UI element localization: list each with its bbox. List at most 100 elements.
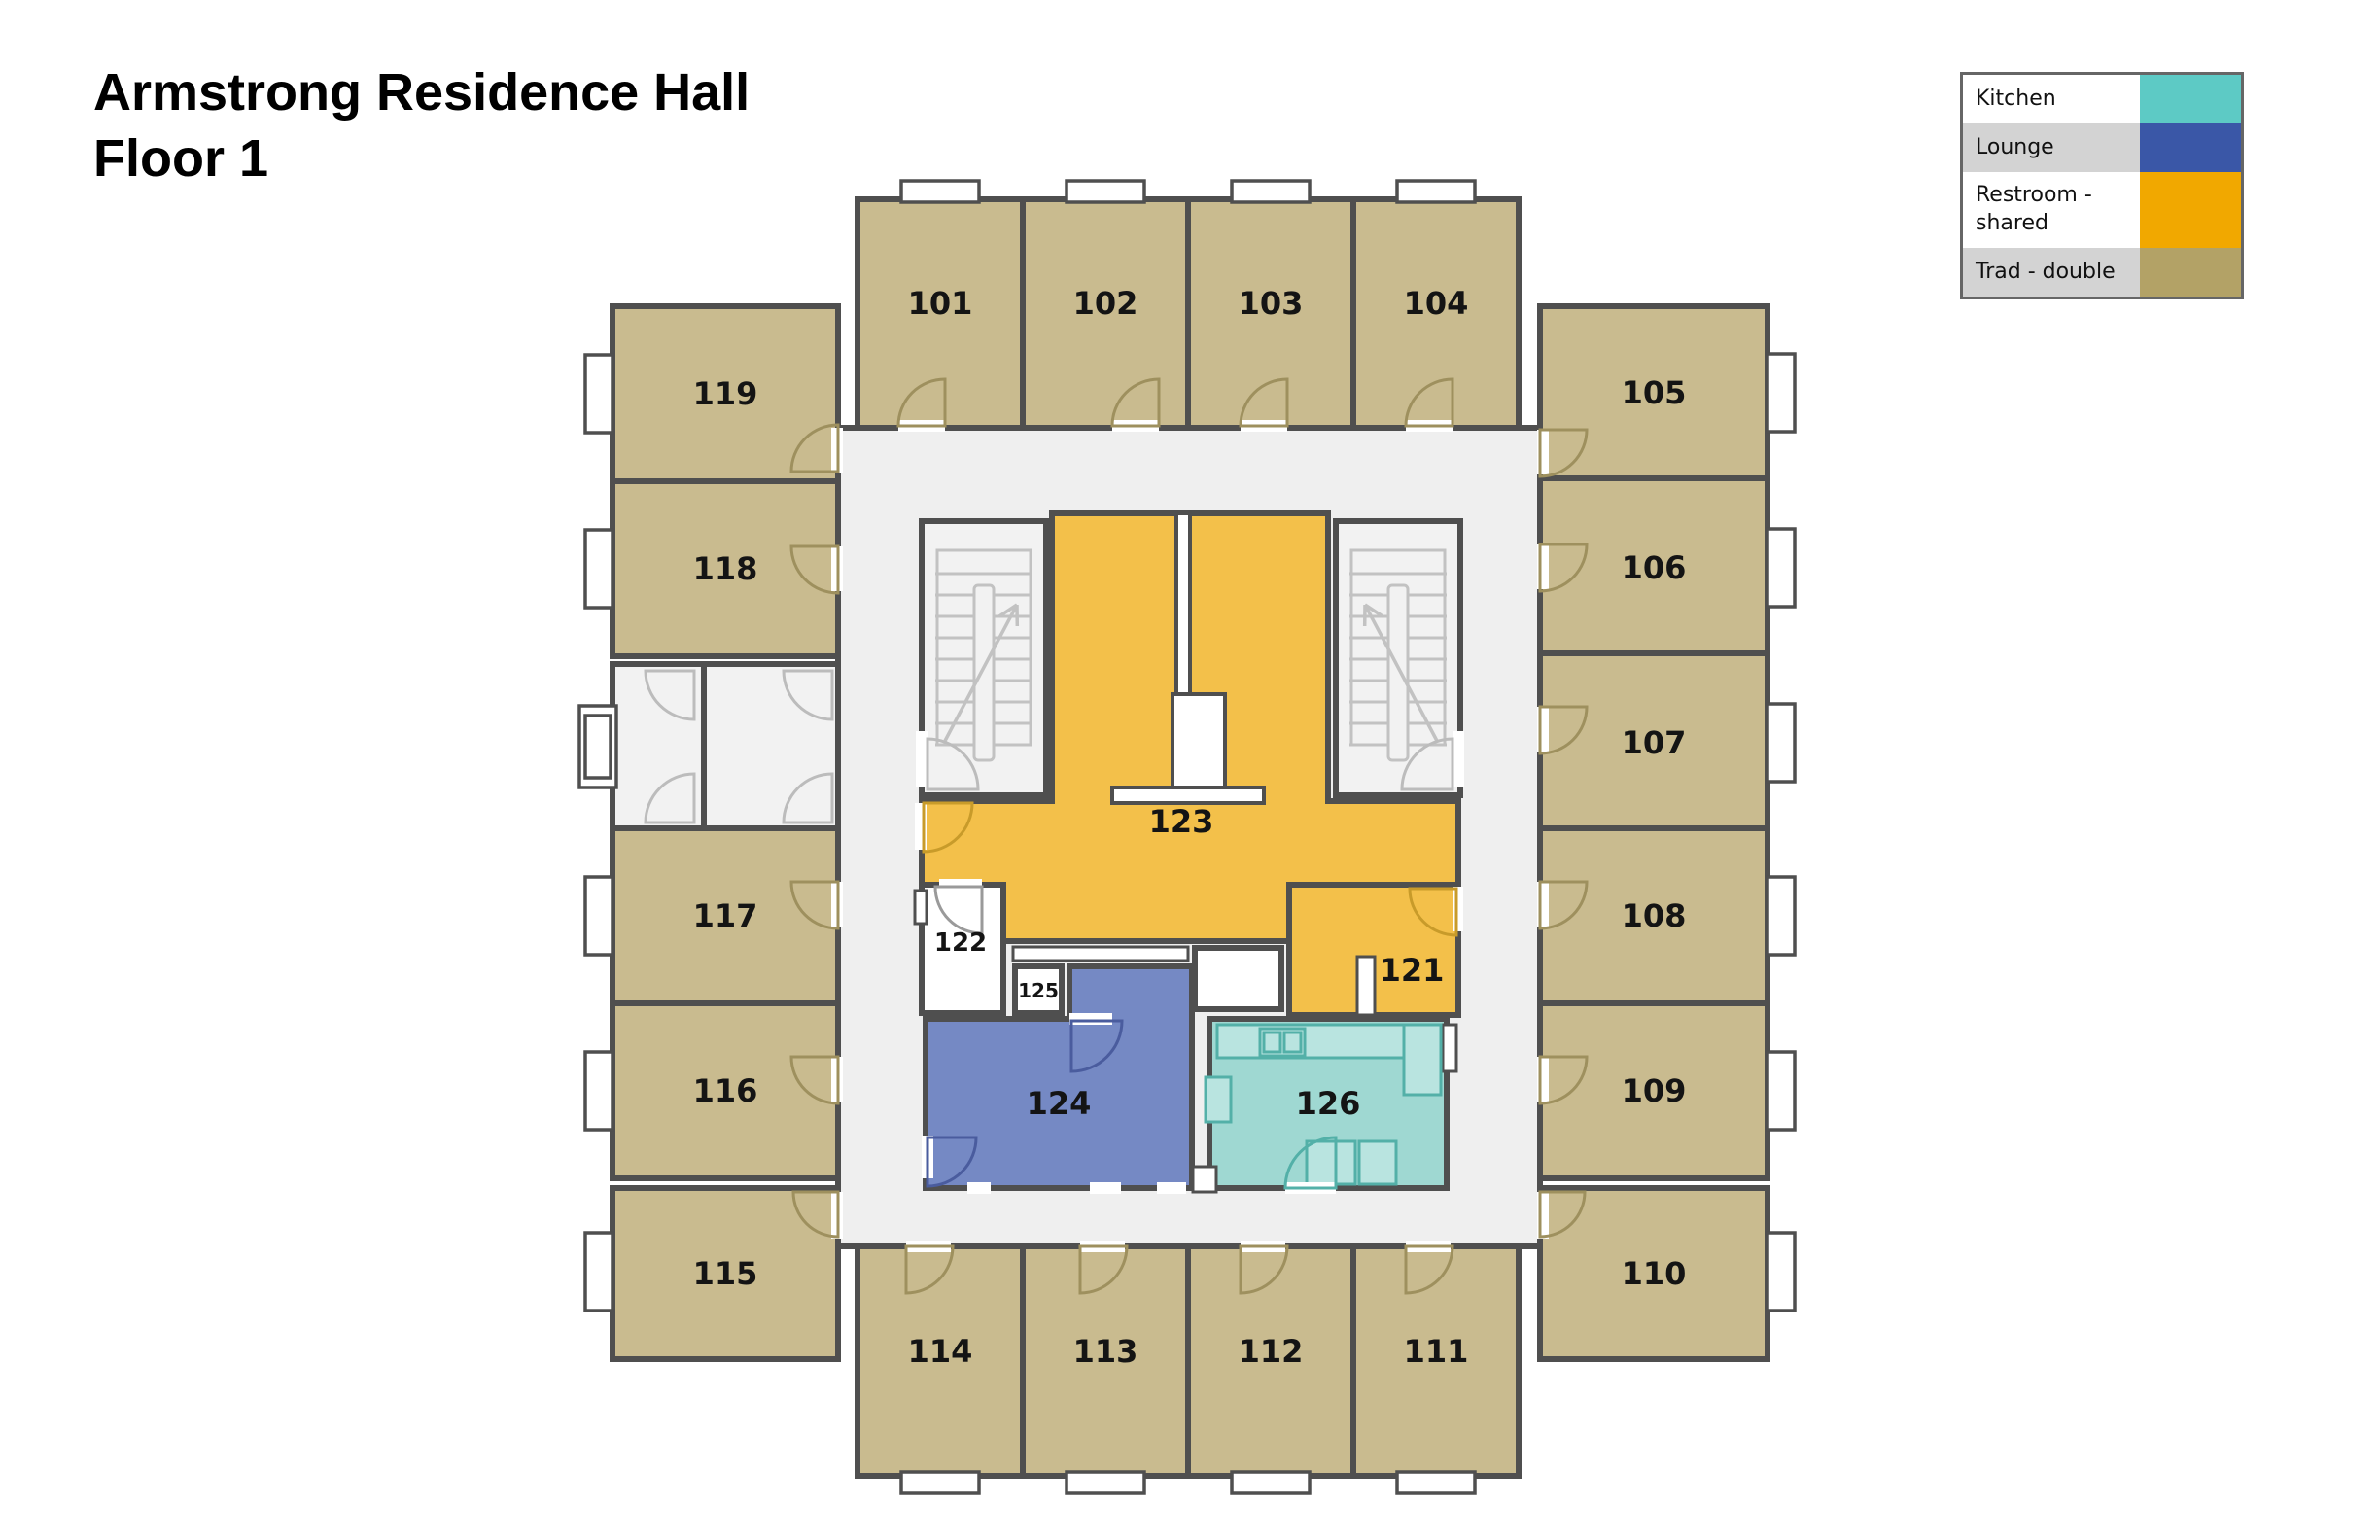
room-112[interactable]: [1185, 1243, 1356, 1479]
room-label-119: 119: [693, 375, 758, 412]
window: [1766, 527, 1797, 609]
closet: [1192, 945, 1284, 1012]
window: [899, 179, 981, 204]
room-label-108: 108: [1622, 897, 1687, 934]
room-label-121: 121: [1380, 952, 1445, 989]
room-label-113: 113: [1073, 1333, 1138, 1370]
door-arc: [1538, 880, 1589, 930]
door-opening: [1090, 1182, 1121, 1194]
room-104[interactable]: [1350, 196, 1522, 431]
trad-double-swatch: [2140, 248, 2241, 297]
door-opening: [1452, 731, 1464, 788]
room-106[interactable]: [1537, 475, 1770, 656]
room-label-122: 122: [934, 928, 987, 958]
window: [583, 1231, 614, 1312]
room-119[interactable]: [610, 303, 841, 484]
room-label-106: 106: [1622, 549, 1687, 586]
window: [1766, 702, 1797, 784]
kitchen-counter: [1204, 1075, 1233, 1124]
kitchen-counter: [1305, 1139, 1357, 1186]
room-label-102: 102: [1073, 285, 1138, 322]
room-label-104: 104: [1404, 285, 1469, 322]
door-arc: [1400, 737, 1454, 791]
door-opening: [1157, 1182, 1186, 1194]
room-label-117: 117: [693, 897, 758, 934]
door-arc: [1538, 705, 1589, 755]
stairs-icon: [935, 548, 1032, 762]
window: [1230, 1470, 1312, 1495]
window-slot-126: [1441, 1023, 1458, 1073]
door-opening: [967, 1182, 991, 1194]
door-opening: [916, 731, 928, 788]
room-label-101: 101: [908, 285, 973, 322]
window: [899, 1470, 981, 1495]
room-label-116: 116: [693, 1072, 758, 1109]
vestibule-right: [701, 661, 841, 831]
room-label-114: 114: [908, 1333, 973, 1370]
room-label-124: 124: [1027, 1085, 1092, 1122]
legend-item-label: Restroom - shared: [1976, 183, 2092, 235]
door-arc: [1069, 1019, 1124, 1073]
window: [1766, 1050, 1797, 1132]
restroom-counter: [1110, 786, 1266, 805]
door-arc: [791, 1190, 840, 1239]
door-arc: [926, 1136, 978, 1188]
window: [1395, 1470, 1477, 1495]
room-103[interactable]: [1185, 196, 1356, 431]
room-107[interactable]: [1537, 650, 1770, 831]
door-arc: [644, 669, 696, 721]
room-125[interactable]: [1012, 963, 1065, 1016]
stair-line: [998, 603, 1018, 618]
title-line1: Armstrong Residence Hall: [93, 63, 751, 122]
legend-item-label: Kitchen: [1976, 86, 2056, 111]
legend-item-trad-double: Trad - double: [1963, 248, 2241, 297]
window: [583, 1050, 614, 1132]
door-arc: [1078, 1244, 1129, 1295]
room-label-123: 123: [1149, 803, 1214, 840]
door-arc: [1283, 1136, 1338, 1190]
window: [1230, 179, 1312, 204]
window: [1766, 875, 1797, 957]
kitchen-counter: [1357, 1139, 1398, 1186]
door-arc: [1408, 887, 1458, 937]
room-label-118: 118: [693, 550, 758, 587]
shelf-strip: [1011, 945, 1190, 962]
door-arc: [644, 772, 696, 824]
corner-box: [1191, 1165, 1218, 1194]
room-label-105: 105: [1622, 374, 1687, 411]
title-line2: Floor 1: [93, 128, 269, 188]
door-arc: [789, 1055, 840, 1105]
legend-item-restroom-shared: Restroom - shared: [1963, 172, 2241, 248]
window: [583, 875, 614, 957]
room-label-115: 115: [693, 1255, 758, 1292]
legend-item-kitchen: Kitchen: [1963, 75, 2241, 123]
kitchen-counter: [1262, 1031, 1282, 1054]
door-arc: [782, 669, 834, 721]
stair-line: [943, 604, 1019, 742]
door-arc: [1538, 1190, 1587, 1239]
window: [1065, 179, 1146, 204]
legend-item-label: Trad - double: [1976, 259, 2116, 284]
window: [1766, 352, 1797, 434]
restroom-shared-swatch: [2140, 172, 2241, 248]
room-105[interactable]: [1537, 303, 1770, 481]
page-title: Armstrong Residence Hall Floor 1: [93, 60, 750, 192]
room-label-111: 111: [1404, 1333, 1469, 1370]
legend-item-label: Lounge: [1976, 134, 2054, 159]
kitchen-counter: [1402, 1023, 1443, 1097]
vestibule-left: [610, 661, 707, 831]
door-arc: [896, 377, 947, 428]
door-arc: [1239, 1244, 1289, 1295]
window: [1395, 179, 1477, 204]
stair-line: [1364, 603, 1384, 618]
door-arc: [789, 544, 840, 595]
door-arc: [789, 423, 840, 473]
door-arc: [1538, 1055, 1589, 1105]
wall-niche-121: [1355, 955, 1377, 1017]
room-122[interactable]: [919, 882, 1006, 1016]
room-label-110: 110: [1622, 1255, 1687, 1292]
restroom-stall: [1171, 692, 1227, 789]
room-114[interactable]: [855, 1243, 1026, 1479]
